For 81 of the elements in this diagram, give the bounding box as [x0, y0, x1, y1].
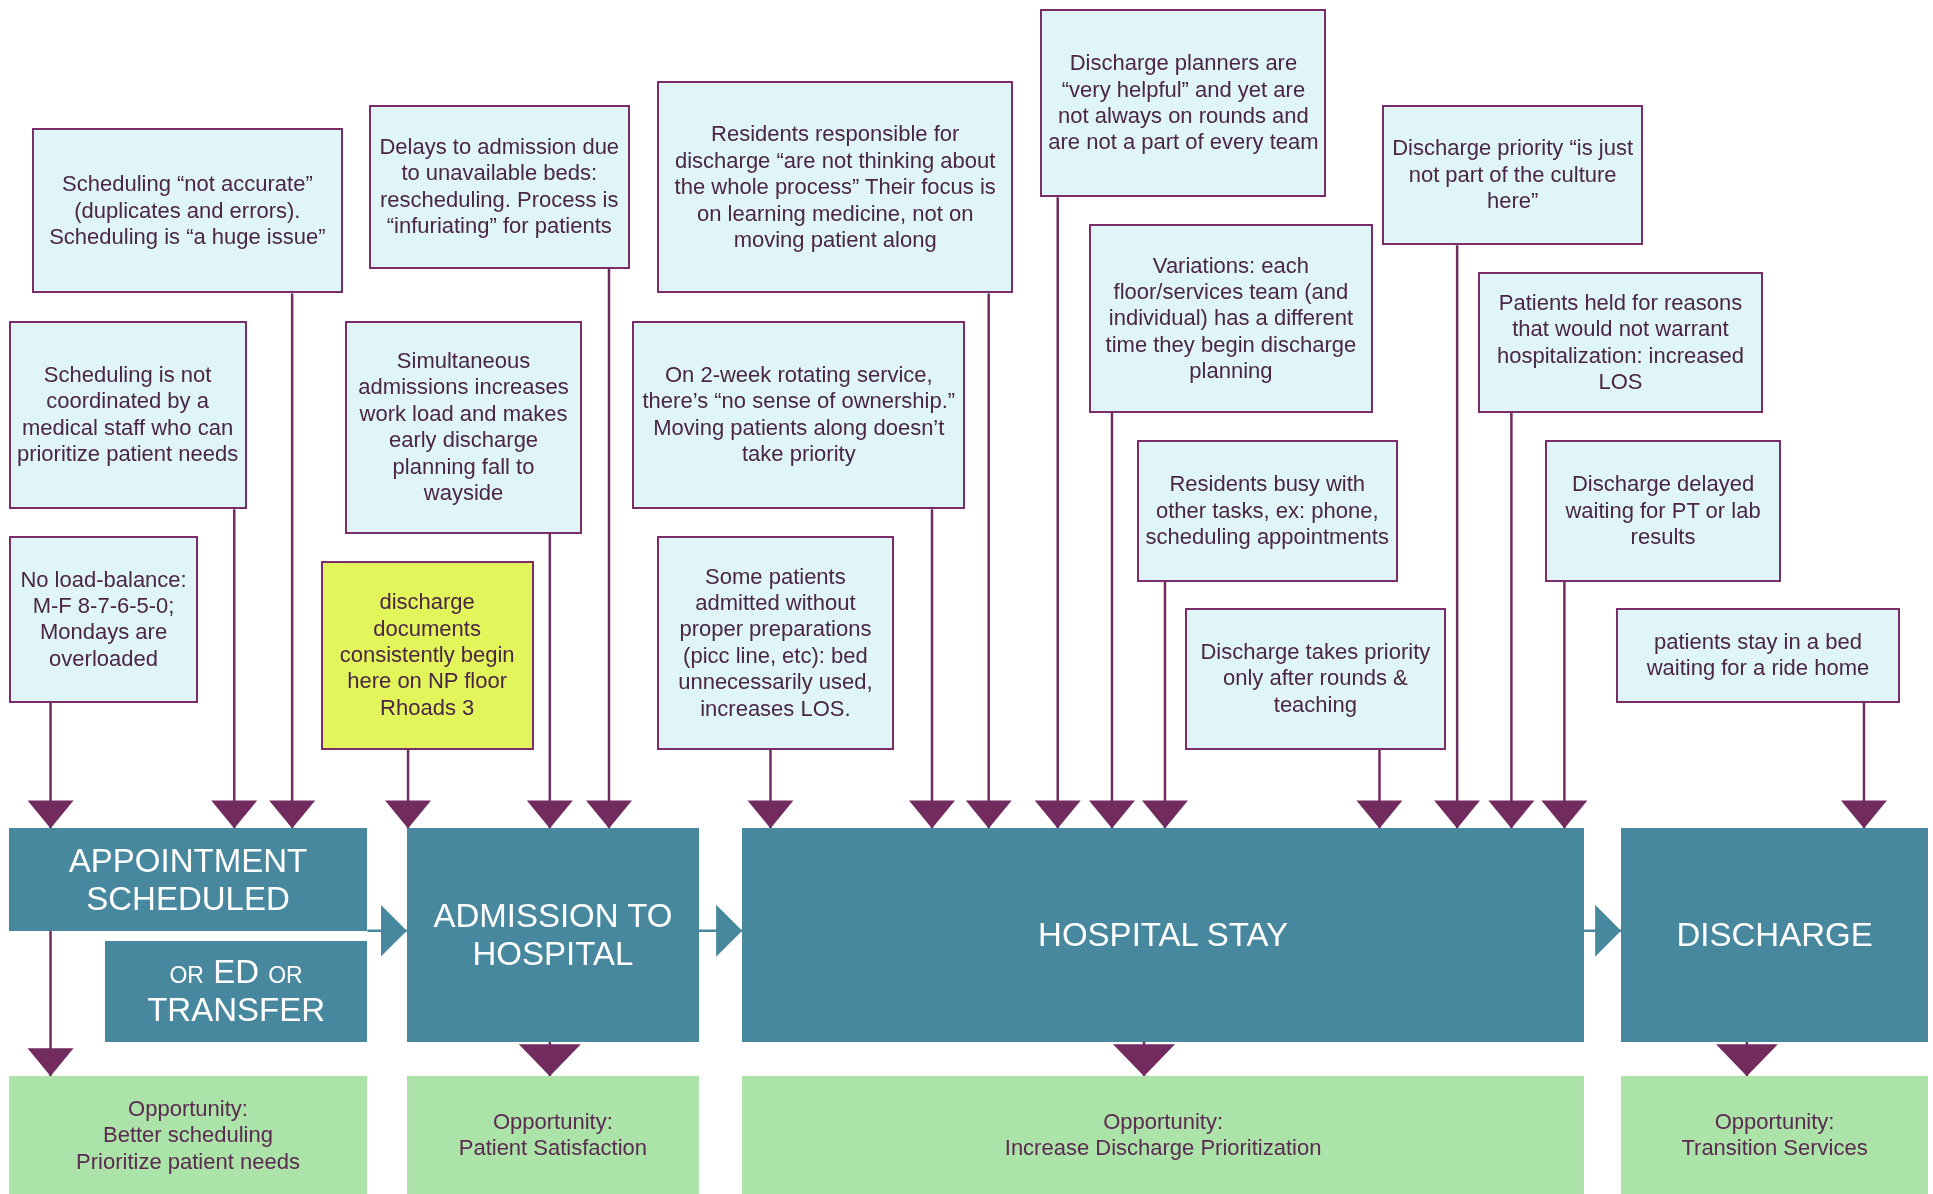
note-text: On 2-week rotating service, there’s “no sense of ownership.” Moving patients along doesn’t take priority [641, 362, 957, 468]
note-text: Patients held for reasons that would not warrant hospitalization: increased LOS [1495, 289, 1745, 396]
opportunity-text: Increase Discharge Prioritization [1004, 1135, 1322, 1162]
note-box [1040, 8, 1327, 198]
note-box [1544, 440, 1782, 582]
arrow [1034, 197, 1081, 829]
note-box [32, 128, 343, 294]
note-text: Residents busy with other tasks, ex: phone, scheduling appointments [1144, 471, 1390, 551]
arrow [1356, 749, 1403, 829]
arrow [27, 930, 74, 1077]
note-box [368, 104, 630, 269]
note-box [345, 320, 582, 534]
note-text: patients stay in a bed waiting for a ride home [1645, 628, 1871, 682]
arrow [1840, 702, 1887, 829]
arrow [586, 268, 632, 829]
stage-title: or ED or TRANSFER [146, 953, 326, 1030]
note-text: Discharge planners are “very helpful” and yet are not always on rounds and are not a part of every team [1047, 50, 1320, 156]
opportunity-text: Better scheduling [103, 1122, 273, 1149]
note-text: Scheduling “not accurate” (duplicates and errors). Scheduling is “a huge issue” [48, 171, 327, 251]
arrow [1715, 1041, 1778, 1077]
chevron-arrow [1584, 904, 1622, 957]
arrow [1113, 1041, 1175, 1077]
note-text: Some patients admitted without proper preparations (picc line, etc): bed unnecessarily used, increases LOS. [677, 563, 874, 723]
note-text: Variations: each floor/services team (and individual) has a different time they begin discharge planning [1104, 252, 1358, 385]
opportunity-text: Transition Services [1681, 1135, 1868, 1162]
stage-title: DISCHARGE [1676, 916, 1873, 954]
stage-title: ADMISSION TO HOSPITAL [432, 897, 674, 973]
note-text: No load-balance: M-F 8-7-6-5-0; Mondays are overloaded [19, 566, 188, 673]
note-box [1478, 272, 1763, 413]
note-text: Residents responsible for discharge “are not thinking about the whole process” Their focus is on learning medicine, not on moving patient along [673, 121, 997, 254]
note-text: Discharge takes priority only after rounds & teaching [1199, 639, 1432, 719]
stage-box [1621, 828, 1929, 1042]
note-box [8, 320, 247, 510]
arrow [269, 293, 316, 829]
note-box [1136, 440, 1398, 582]
arrow [518, 1041, 581, 1077]
highlight-box [320, 560, 534, 750]
opportunity-box [1621, 1076, 1929, 1194]
opportunity-text: Opportunity: [1714, 1109, 1835, 1136]
note-box [1088, 224, 1374, 413]
chevron-arrow [367, 904, 407, 957]
arrow [747, 749, 794, 829]
opportunity-text: Opportunity: [1103, 1109, 1224, 1136]
opportunity-text: Opportunity: [492, 1109, 613, 1136]
chevron-arrow [699, 904, 743, 957]
note-box [657, 536, 894, 750]
note-text: Discharge priority “is just not part of the culture here” [1391, 135, 1635, 215]
stage-box [742, 828, 1585, 1042]
note-text: Delays to admission due to unavailable beds: rescheduling. Process is “infuriating” for patients [378, 133, 621, 240]
arrow [1541, 581, 1588, 829]
note-box [632, 320, 966, 510]
stage-title: HOSPITAL STAY [1038, 916, 1289, 954]
note-text: Simultaneous admissions increases work load and makes early discharge planning fall to wayside [357, 347, 570, 507]
arrow [1488, 413, 1535, 829]
note-box [1184, 607, 1447, 750]
arrow [526, 533, 573, 829]
arrow [27, 702, 74, 829]
arrow [211, 509, 258, 829]
arrow [1088, 413, 1135, 829]
arrow [1434, 245, 1481, 829]
stage-box [8, 828, 368, 931]
stage-title: APPOINTMENT SCHEDULED [67, 841, 309, 918]
arrow [1142, 581, 1188, 829]
arrow [965, 293, 1012, 829]
opportunity-box [406, 1076, 699, 1194]
opportunity-text: Patient Satisfaction [458, 1135, 648, 1162]
note-box [657, 81, 1014, 294]
note-box [1616, 607, 1900, 703]
opportunity-box [8, 1076, 368, 1194]
note-box [1381, 104, 1644, 246]
note-text: Scheduling is not coordinated by a medical staff who can prioritize patient needs [15, 362, 240, 468]
note-text: Discharge delayed waiting for PT or lab results [1564, 471, 1762, 551]
note-text: discharge documents consistently begin here on NP floor Rhoads 3 [338, 589, 516, 722]
note-box [8, 536, 199, 703]
opportunity-box [742, 1076, 1585, 1194]
arrow [385, 749, 432, 829]
stage-box [406, 828, 699, 1042]
opportunity-text: Opportunity: [128, 1095, 248, 1123]
stage-box [104, 940, 368, 1042]
opportunity-text: Prioritize patient needs [76, 1148, 300, 1175]
arrow [909, 509, 955, 829]
